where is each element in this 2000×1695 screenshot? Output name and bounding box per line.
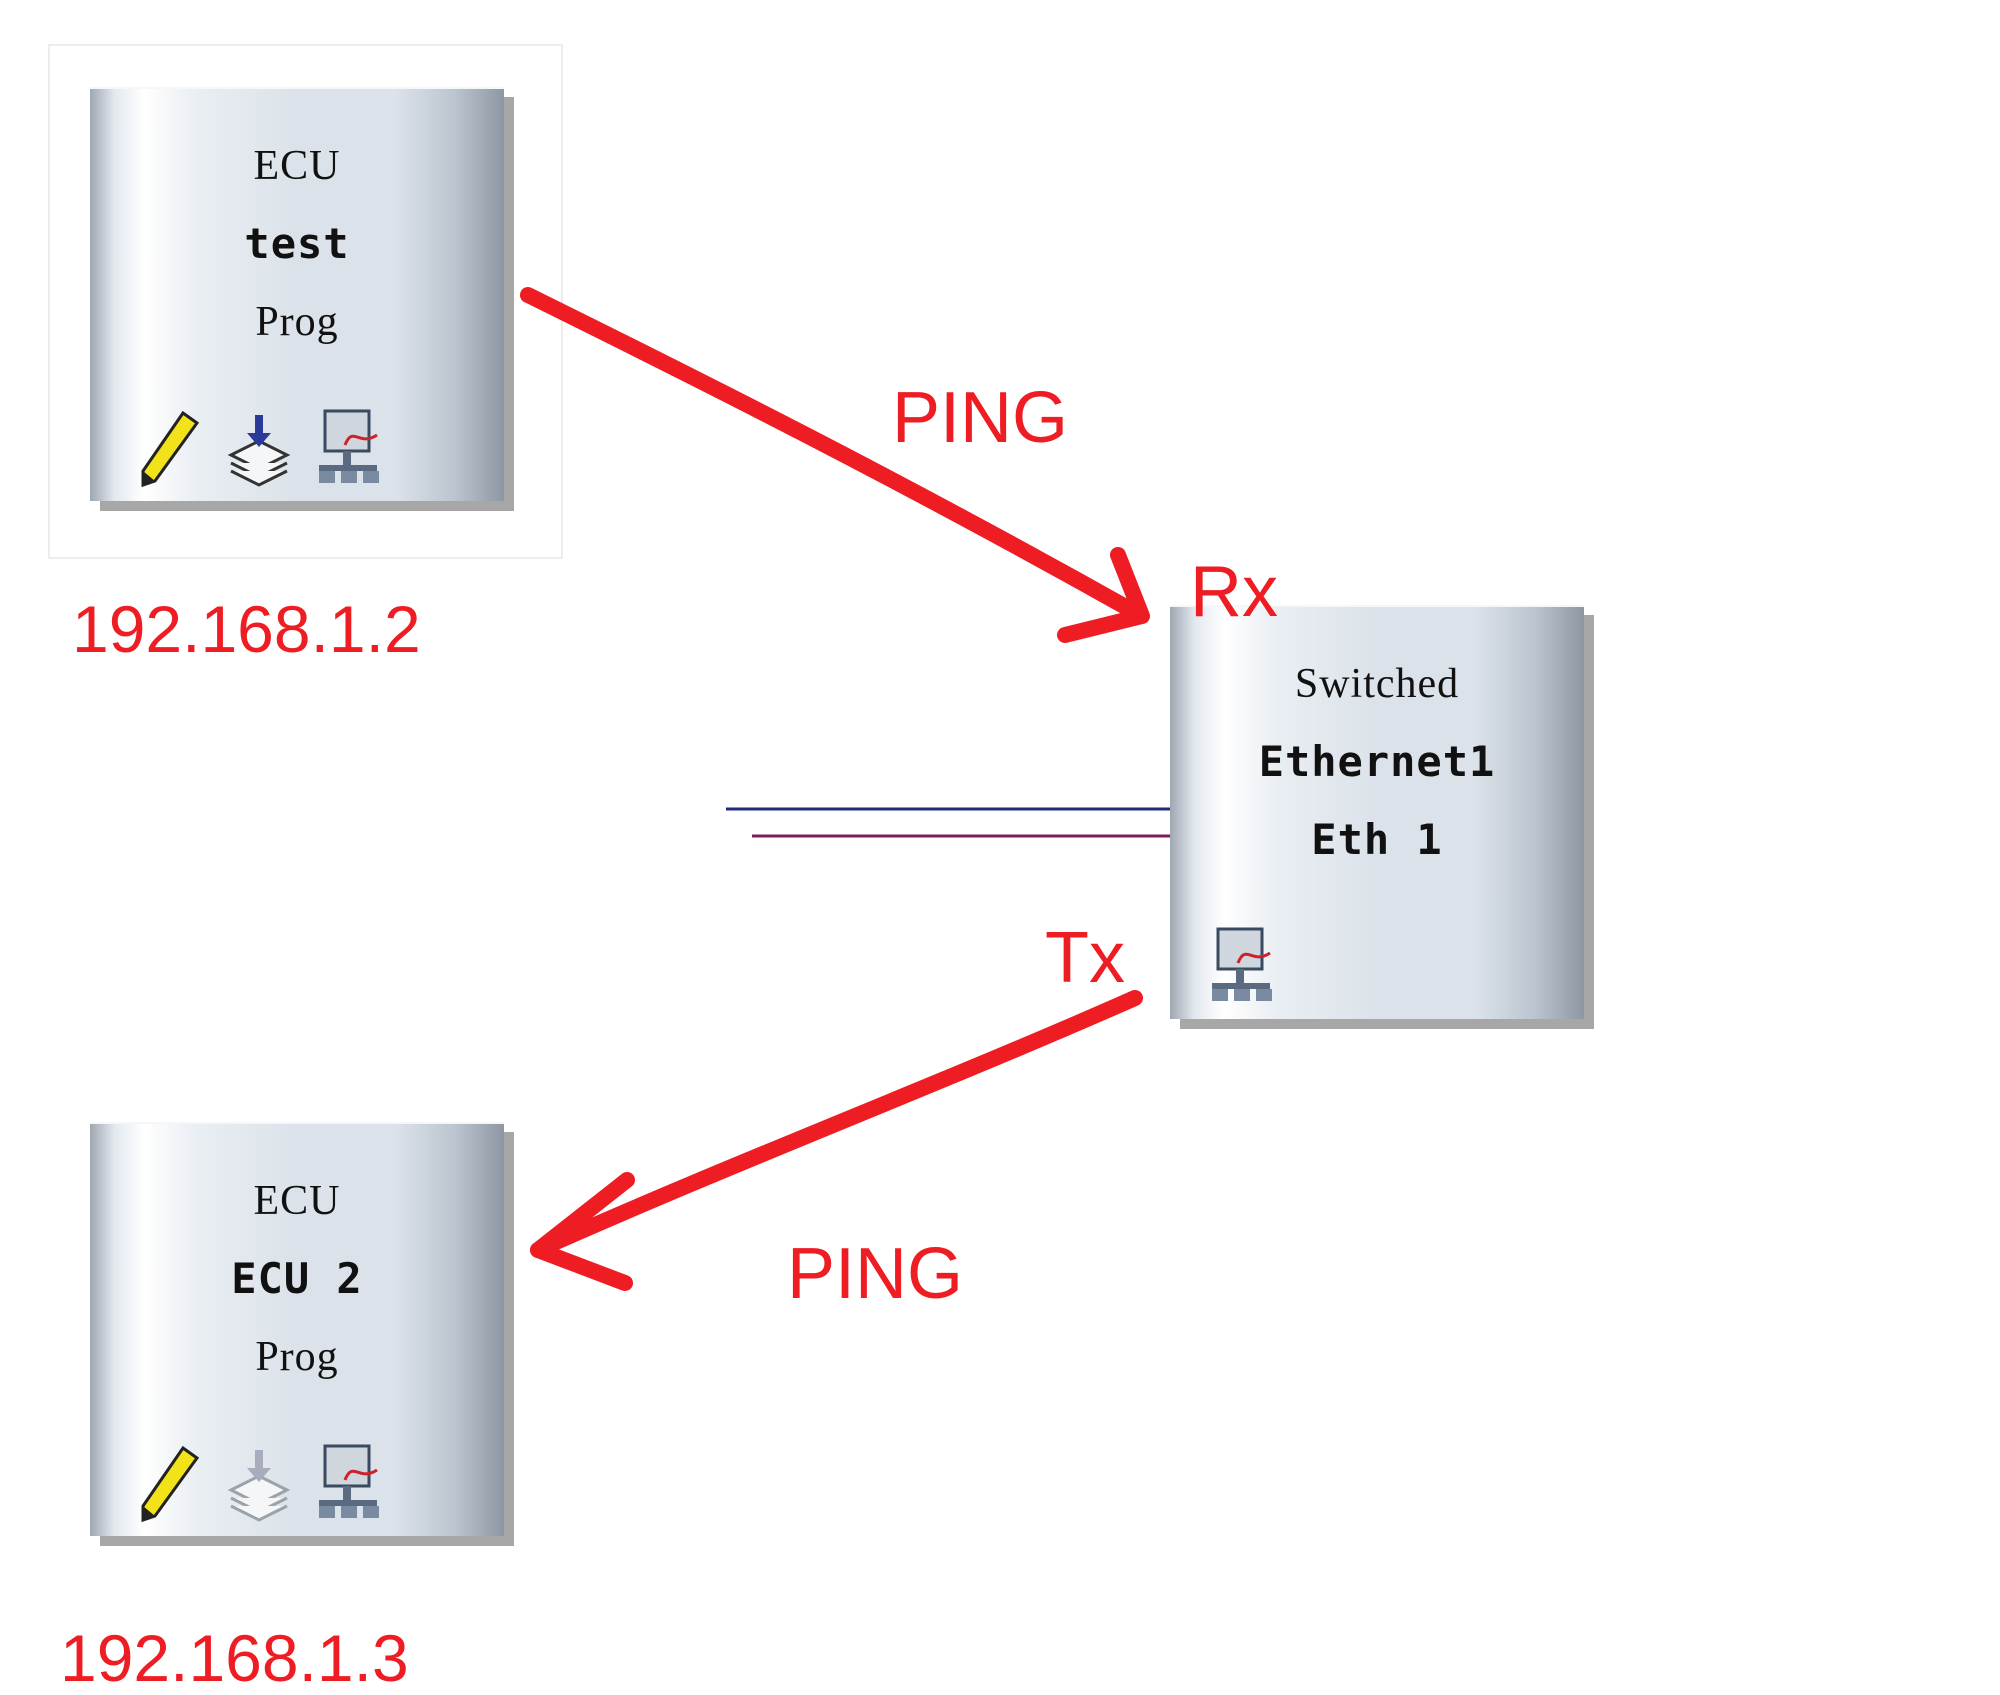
database-download-icon[interactable]	[225, 1446, 295, 1526]
rx-label: Rx	[1190, 552, 1278, 632]
database-download-icon[interactable]	[225, 411, 295, 491]
switch-port: Eth 1	[1311, 815, 1443, 864]
ecu-test-node[interactable]: ECU test Prog	[90, 87, 504, 501]
ecu-test-mode: Prog	[255, 299, 339, 345]
switch-node[interactable]: Switched Ethernet1 Eth 1	[1170, 605, 1584, 1019]
switch-name: Ethernet1	[1258, 737, 1496, 786]
network-monitor-icon[interactable]	[1208, 925, 1278, 1005]
switch-type: Switched	[1294, 661, 1460, 707]
network-monitor-icon[interactable]	[315, 1442, 385, 1522]
ecu-2-name: ECU 2	[231, 1254, 363, 1303]
ping-label-top: PING	[892, 378, 1069, 458]
ping-label-bottom: PING	[787, 1234, 964, 1314]
arrow-ping-to-switch	[520, 287, 1150, 643]
network-monitor-icon[interactable]	[315, 407, 385, 487]
ecu-2-type: ECU	[253, 1178, 341, 1224]
pencil-icon[interactable]	[135, 409, 205, 489]
ecu-2-node[interactable]: ECU ECU 2 Prog	[90, 1122, 504, 1536]
pencil-icon[interactable]	[135, 1444, 205, 1524]
ecu-test-type: ECU	[253, 143, 341, 189]
tx-label: Tx	[1045, 918, 1125, 998]
ecu-2-mode: Prog	[255, 1334, 339, 1380]
ip-label-test: 192.168.1.2	[72, 592, 421, 666]
ip-label-ecu2: 192.168.1.3	[60, 1621, 409, 1695]
ecu-test-name: test	[244, 219, 350, 268]
